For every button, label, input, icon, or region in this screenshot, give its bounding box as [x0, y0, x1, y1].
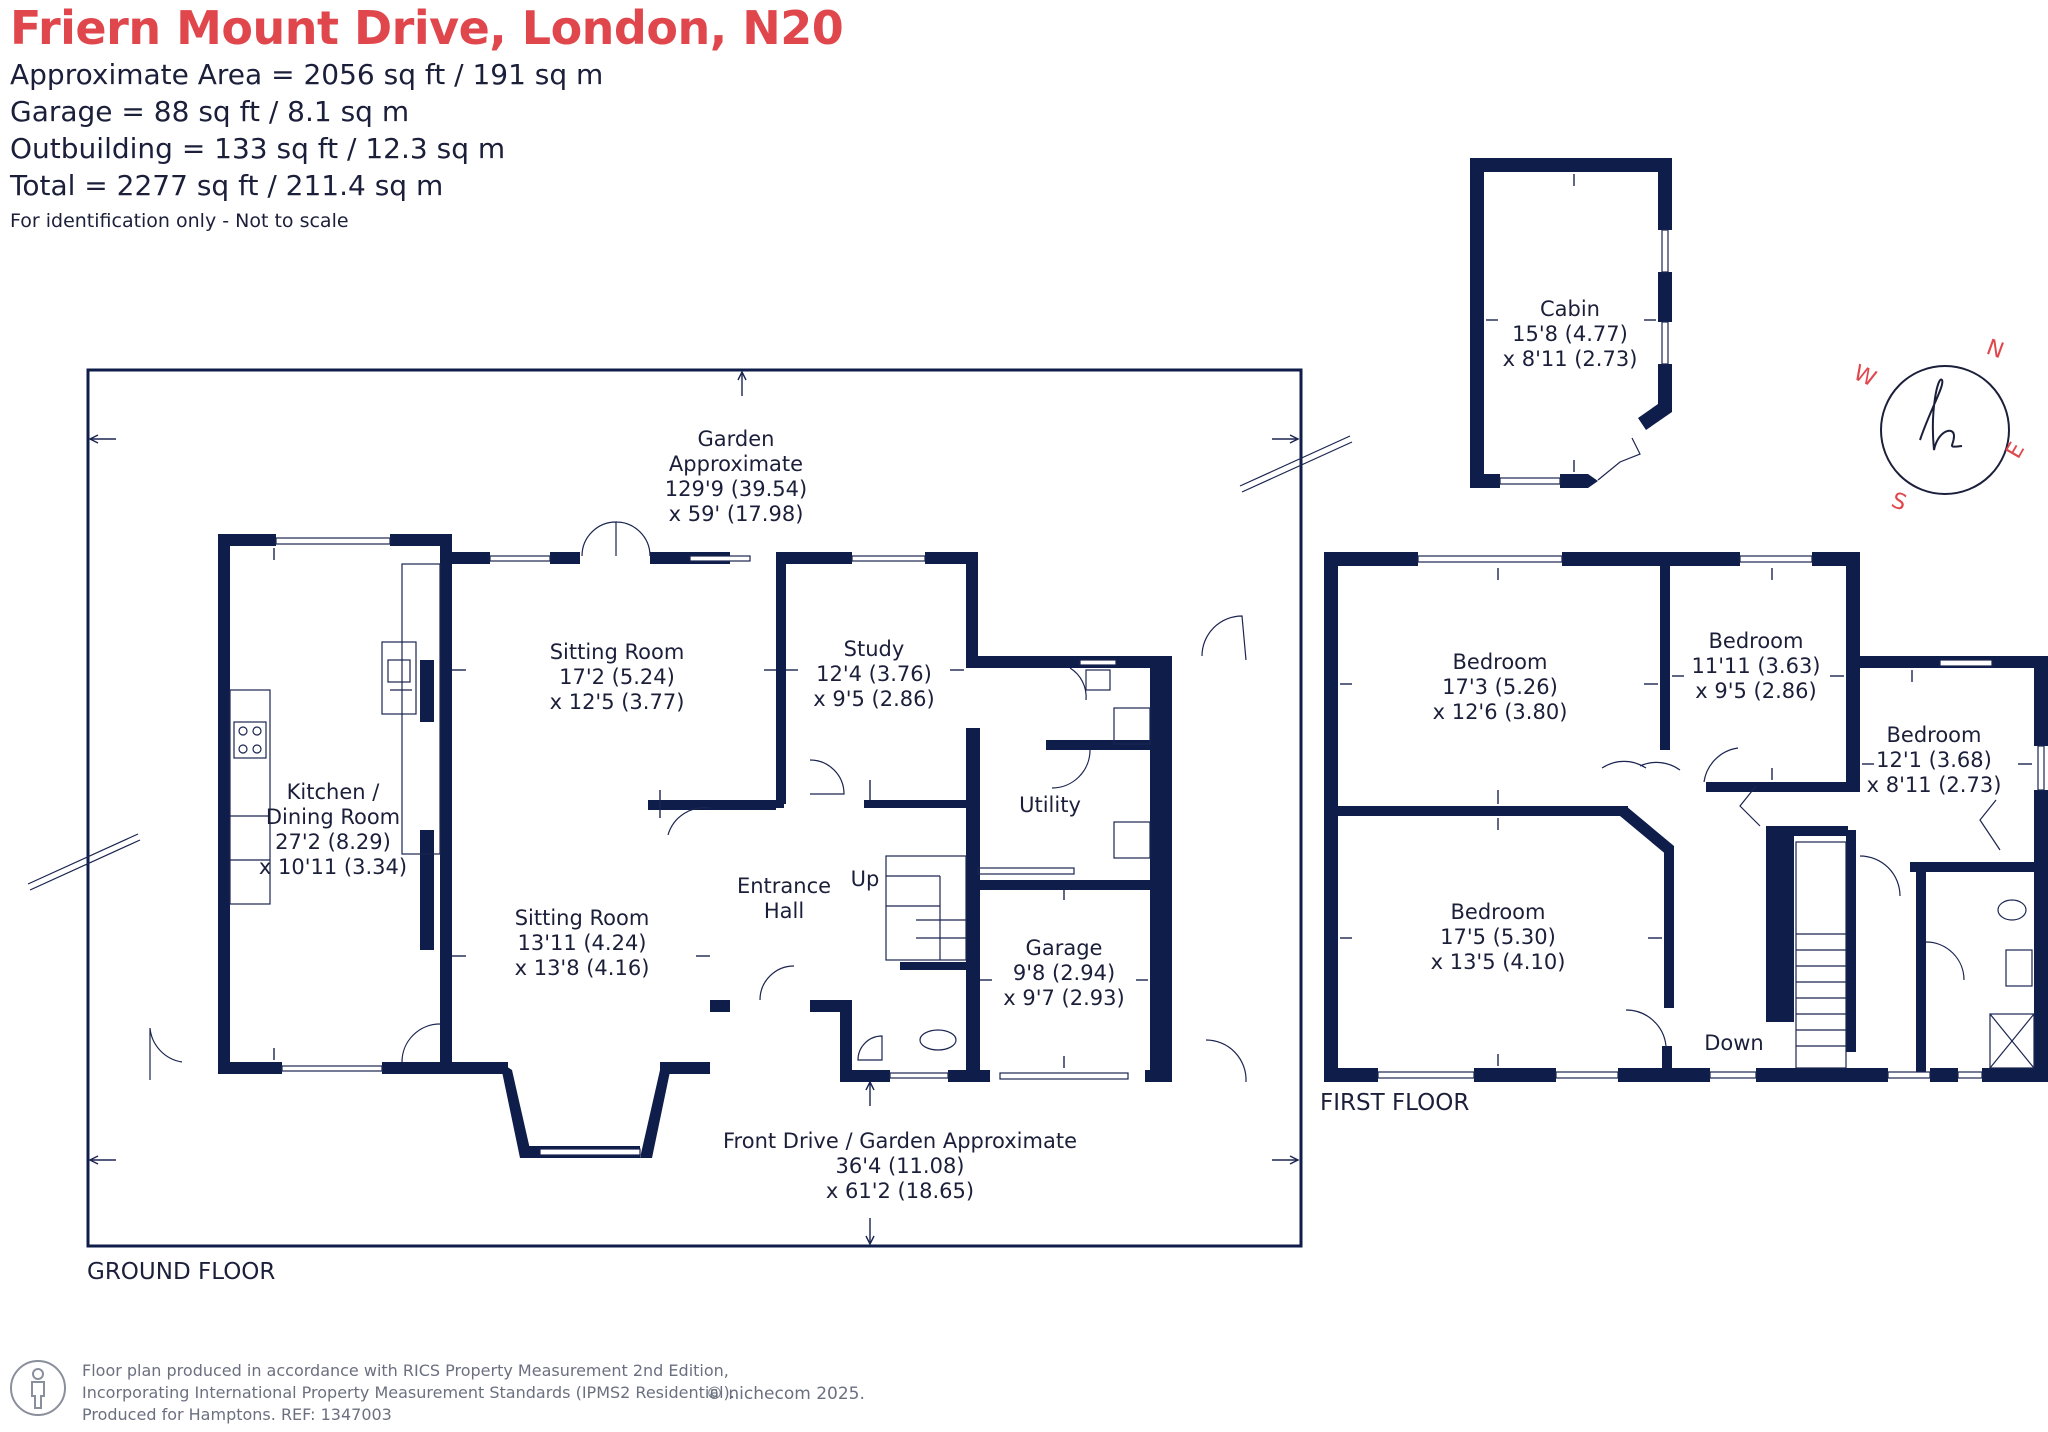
ground-floor-doors: [149, 521, 1247, 1083]
first-floor-windows: [1377, 555, 2045, 1079]
footer-line-1: Floor plan produced in accordance with R…: [82, 1361, 729, 1380]
page-title: Friern Mount Drive, London, N20: [10, 1, 844, 55]
sitting-room-2-dim-1: 13'11 (4.24): [517, 931, 646, 955]
plot-dimension-arrows: [88, 370, 1300, 1246]
entrance-hall-label-2: Hall: [764, 899, 804, 923]
footer-text: Floor plan produced in accordance with R…: [82, 1360, 735, 1426]
ground-floor-labels: Garden Approximate 129'9 (39.54) x 59' (…: [87, 427, 1125, 1285]
bedroom-1-label: Bedroom: [1453, 650, 1548, 674]
cabin-label: Cabin: [1540, 297, 1600, 321]
garden-rear-label-2: Approximate: [669, 452, 803, 476]
disclaimer: For identification only - Not to scale: [10, 210, 349, 232]
person-icon: [10, 1360, 66, 1416]
bedroom-3-label: Bedroom: [1887, 723, 1982, 747]
outbuilding-area: Outbuilding = 133 sq ft / 12.3 sq m: [10, 132, 506, 165]
footer: Floor plan produced in accordance with R…: [10, 1360, 735, 1426]
front-drive-dim-1: 36'4 (11.08): [835, 1154, 964, 1178]
bedroom-2-dim-2: x 9'5 (2.86): [1695, 679, 1816, 703]
header: Friern Mount Drive, London, N20 Approxim…: [10, 0, 844, 232]
first-room-arrows: [1340, 568, 2032, 1066]
compass-w: W: [1850, 361, 1880, 393]
sitting-room-1-dim-2: x 12'5 (3.77): [550, 690, 685, 714]
sitting-room-2-label: Sitting Room: [515, 906, 650, 930]
ground-floor-title: GROUND FLOOR: [87, 1259, 275, 1285]
cabin-dim-2: x 8'11 (2.73): [1503, 347, 1638, 371]
bedroom-2-label: Bedroom: [1709, 629, 1804, 653]
cabin-walls: [1470, 158, 1672, 488]
garage-area: Garage = 88 sq ft / 8.1 sq m: [10, 95, 410, 128]
ground-plot-boundary: [86, 368, 1303, 1248]
garage-label: Garage: [1026, 936, 1103, 960]
break-mark-right: [1239, 435, 1353, 493]
study-dim-2: x 9'5 (2.86): [813, 687, 934, 711]
first-floor-labels: Bedroom 17'3 (5.26) x 12'6 (3.80) Bedroo…: [1320, 629, 2001, 1116]
sitting-room-1-label: Sitting Room: [550, 640, 685, 664]
utility-label: Utility: [1019, 793, 1081, 817]
bathroom-fittings: [1989, 899, 2035, 1069]
bedroom-1-dim-1: 17'3 (5.26): [1442, 675, 1558, 699]
utility-fittings: [857, 669, 1151, 1061]
ground-floor-windows: [275, 537, 1129, 1156]
ground-stairs: [885, 855, 967, 961]
bedroom-3-dim-1: 12'1 (3.68): [1876, 748, 1992, 772]
study-label: Study: [844, 637, 905, 661]
kitchen-fittings: [229, 563, 441, 905]
front-drive-label: Front Drive / Garden Approximate: [723, 1129, 1077, 1153]
total-area: Total = 2277 sq ft / 211.4 sq m: [10, 169, 444, 202]
compass-e: E: [2002, 438, 2031, 463]
ground-room-arrows: [273, 548, 1148, 1068]
bedroom-2-dim-1: 11'11 (3.63): [1691, 654, 1820, 678]
kitchen-dim-2: x 10'11 (3.34): [259, 855, 407, 879]
break-mark-left: [27, 833, 141, 891]
cabin-windows: [1499, 229, 1669, 485]
bedroom-1-dim-2: x 12'6 (3.80): [1433, 700, 1568, 724]
kitchen-label-1: Kitchen /: [287, 780, 381, 804]
stairs-up-label: Up: [851, 867, 880, 891]
compass-n: N: [1983, 335, 2007, 364]
copyright: © nichecom 2025.: [706, 1384, 865, 1404]
garden-rear-label-1: Garden: [698, 427, 775, 451]
kitchen-dim-1: 27'2 (8.29): [275, 830, 391, 854]
first-floor-walls: [1324, 552, 2048, 1082]
garden-rear-label-3: 129'9 (39.54): [665, 477, 807, 501]
footer-line-3: Produced for Hamptons. REF: 1347003: [82, 1405, 392, 1424]
compass: N E S W: [1850, 330, 2040, 520]
bedroom-4-dim-2: x 13'5 (4.10): [1431, 950, 1566, 974]
stairs-down-label: Down: [1704, 1031, 1764, 1055]
first-floor-title: FIRST FLOOR: [1320, 1090, 1469, 1116]
sitting-room-1-dim-1: 17'2 (5.24): [559, 665, 675, 689]
garage-dim-2: x 9'7 (2.93): [1003, 986, 1124, 1010]
entrance-hall-label-1: Entrance: [737, 874, 831, 898]
study-dim-1: 12'4 (3.76): [816, 662, 932, 686]
approximate-area: Approximate Area = 2056 sq ft / 191 sq m: [10, 58, 604, 91]
cabin-arrows: [1486, 174, 1656, 472]
cabin-labels: Cabin 15'8 (4.77) x 8'11 (2.73): [1503, 297, 1638, 371]
bedroom-4-dim-1: 17'5 (5.30): [1440, 925, 1556, 949]
first-floor-doors: [1601, 747, 2001, 1047]
bedroom-3-dim-2: x 8'11 (2.73): [1867, 773, 2002, 797]
footer-line-2: Incorporating International Property Mea…: [82, 1383, 735, 1402]
first-stairs: [1795, 841, 1847, 1069]
front-drive-dim-2: x 61'2 (18.65): [826, 1179, 974, 1203]
garden-rear-label-4: x 59' (17.98): [669, 502, 804, 526]
compass-s: S: [1888, 488, 1910, 516]
compass-rose-icon: N E S W: [1850, 335, 2031, 516]
sitting-room-2-dim-2: x 13'8 (4.16): [515, 956, 650, 980]
garage-dim-1: 9'8 (2.94): [1013, 961, 1115, 985]
cabin-door: [1597, 437, 1641, 481]
cabin-dim-1: 15'8 (4.77): [1512, 322, 1628, 346]
kitchen-label-2: Dining Room: [266, 805, 400, 829]
bedroom-4-label: Bedroom: [1451, 900, 1546, 924]
